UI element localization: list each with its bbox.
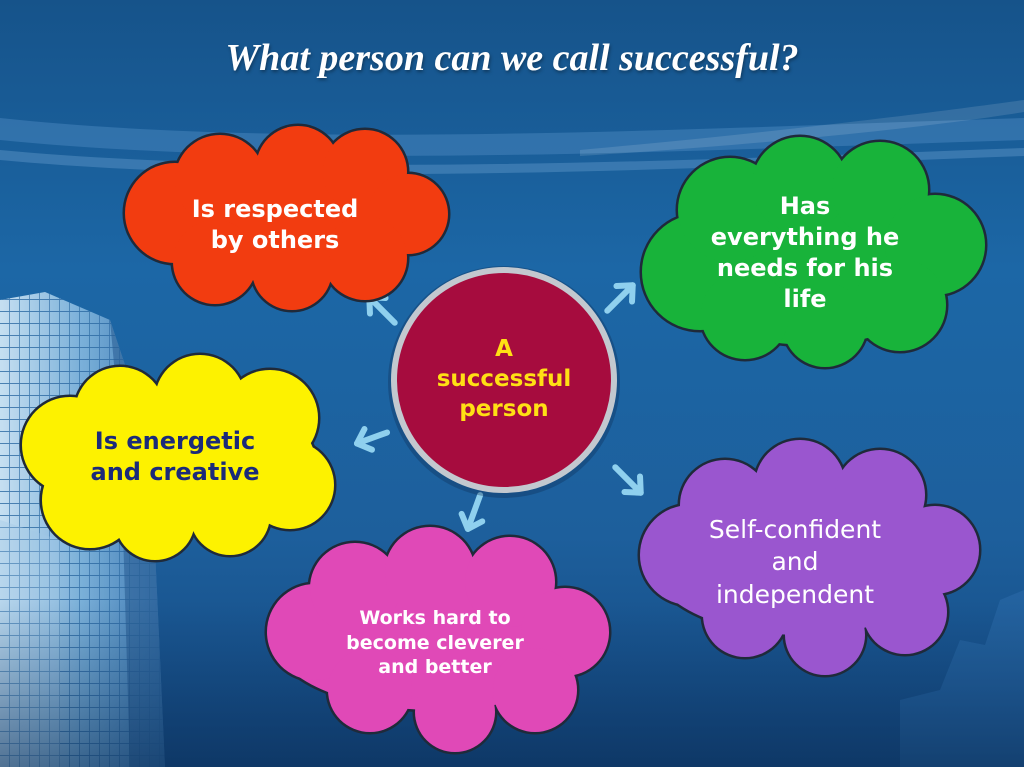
cloud-label-self-confident: Self-confident and independent: [680, 500, 910, 625]
arrow-to-energetic-icon: [353, 426, 391, 453]
cloud-label-line: needs for his: [716, 254, 894, 282]
arrow-to-everything-icon: [604, 282, 636, 314]
arrow-to-works-hard-icon: [458, 492, 486, 532]
cloud-label-everything: Has everything he needs for his life: [680, 168, 930, 338]
cloud-label-line: by others: [210, 226, 340, 254]
center-circle: [388, 266, 620, 498]
cloud-label-line: Has: [779, 191, 831, 220]
cloud-label-line: Is energetic: [94, 426, 256, 455]
cloud-label-line: life: [783, 285, 827, 314]
cloud-label-works-hard: Works hard to become cleverer and better: [320, 588, 550, 698]
cloud-label-line: and creative: [90, 458, 260, 486]
cloud-everything: [639, 134, 988, 370]
cloud-label-line: and: [771, 547, 819, 577]
center-label-line: person: [459, 395, 549, 422]
arrow-to-self-confident-icon: [612, 464, 644, 496]
cloud-label-energetic: Is energetic and creative: [60, 412, 290, 502]
cloud-energetic: [19, 352, 337, 563]
cloud-label-line: everything he: [710, 222, 900, 251]
swoosh-band: [580, 100, 1024, 156]
cloud-self-confident: [637, 437, 982, 678]
cloud-respected: [122, 123, 451, 313]
cloud-label-line: become cleverer: [346, 631, 524, 654]
cloud-label-line: Is respected: [191, 194, 359, 223]
cloud-label-line: Self-confident: [708, 514, 882, 544]
cloud-label-respected: Is respected by others: [170, 180, 380, 270]
center-label-line: successful: [436, 366, 572, 393]
cloud-label-line: independent: [715, 579, 875, 609]
center-label-line: A: [495, 336, 513, 363]
cloud-works-hard: [264, 524, 612, 755]
center-label: A successful person: [404, 318, 604, 442]
slide-title: What person can we call successful?: [225, 37, 799, 79]
cloud-label-line: Works hard to: [359, 606, 511, 629]
cloud-label-line: and better: [378, 656, 492, 679]
